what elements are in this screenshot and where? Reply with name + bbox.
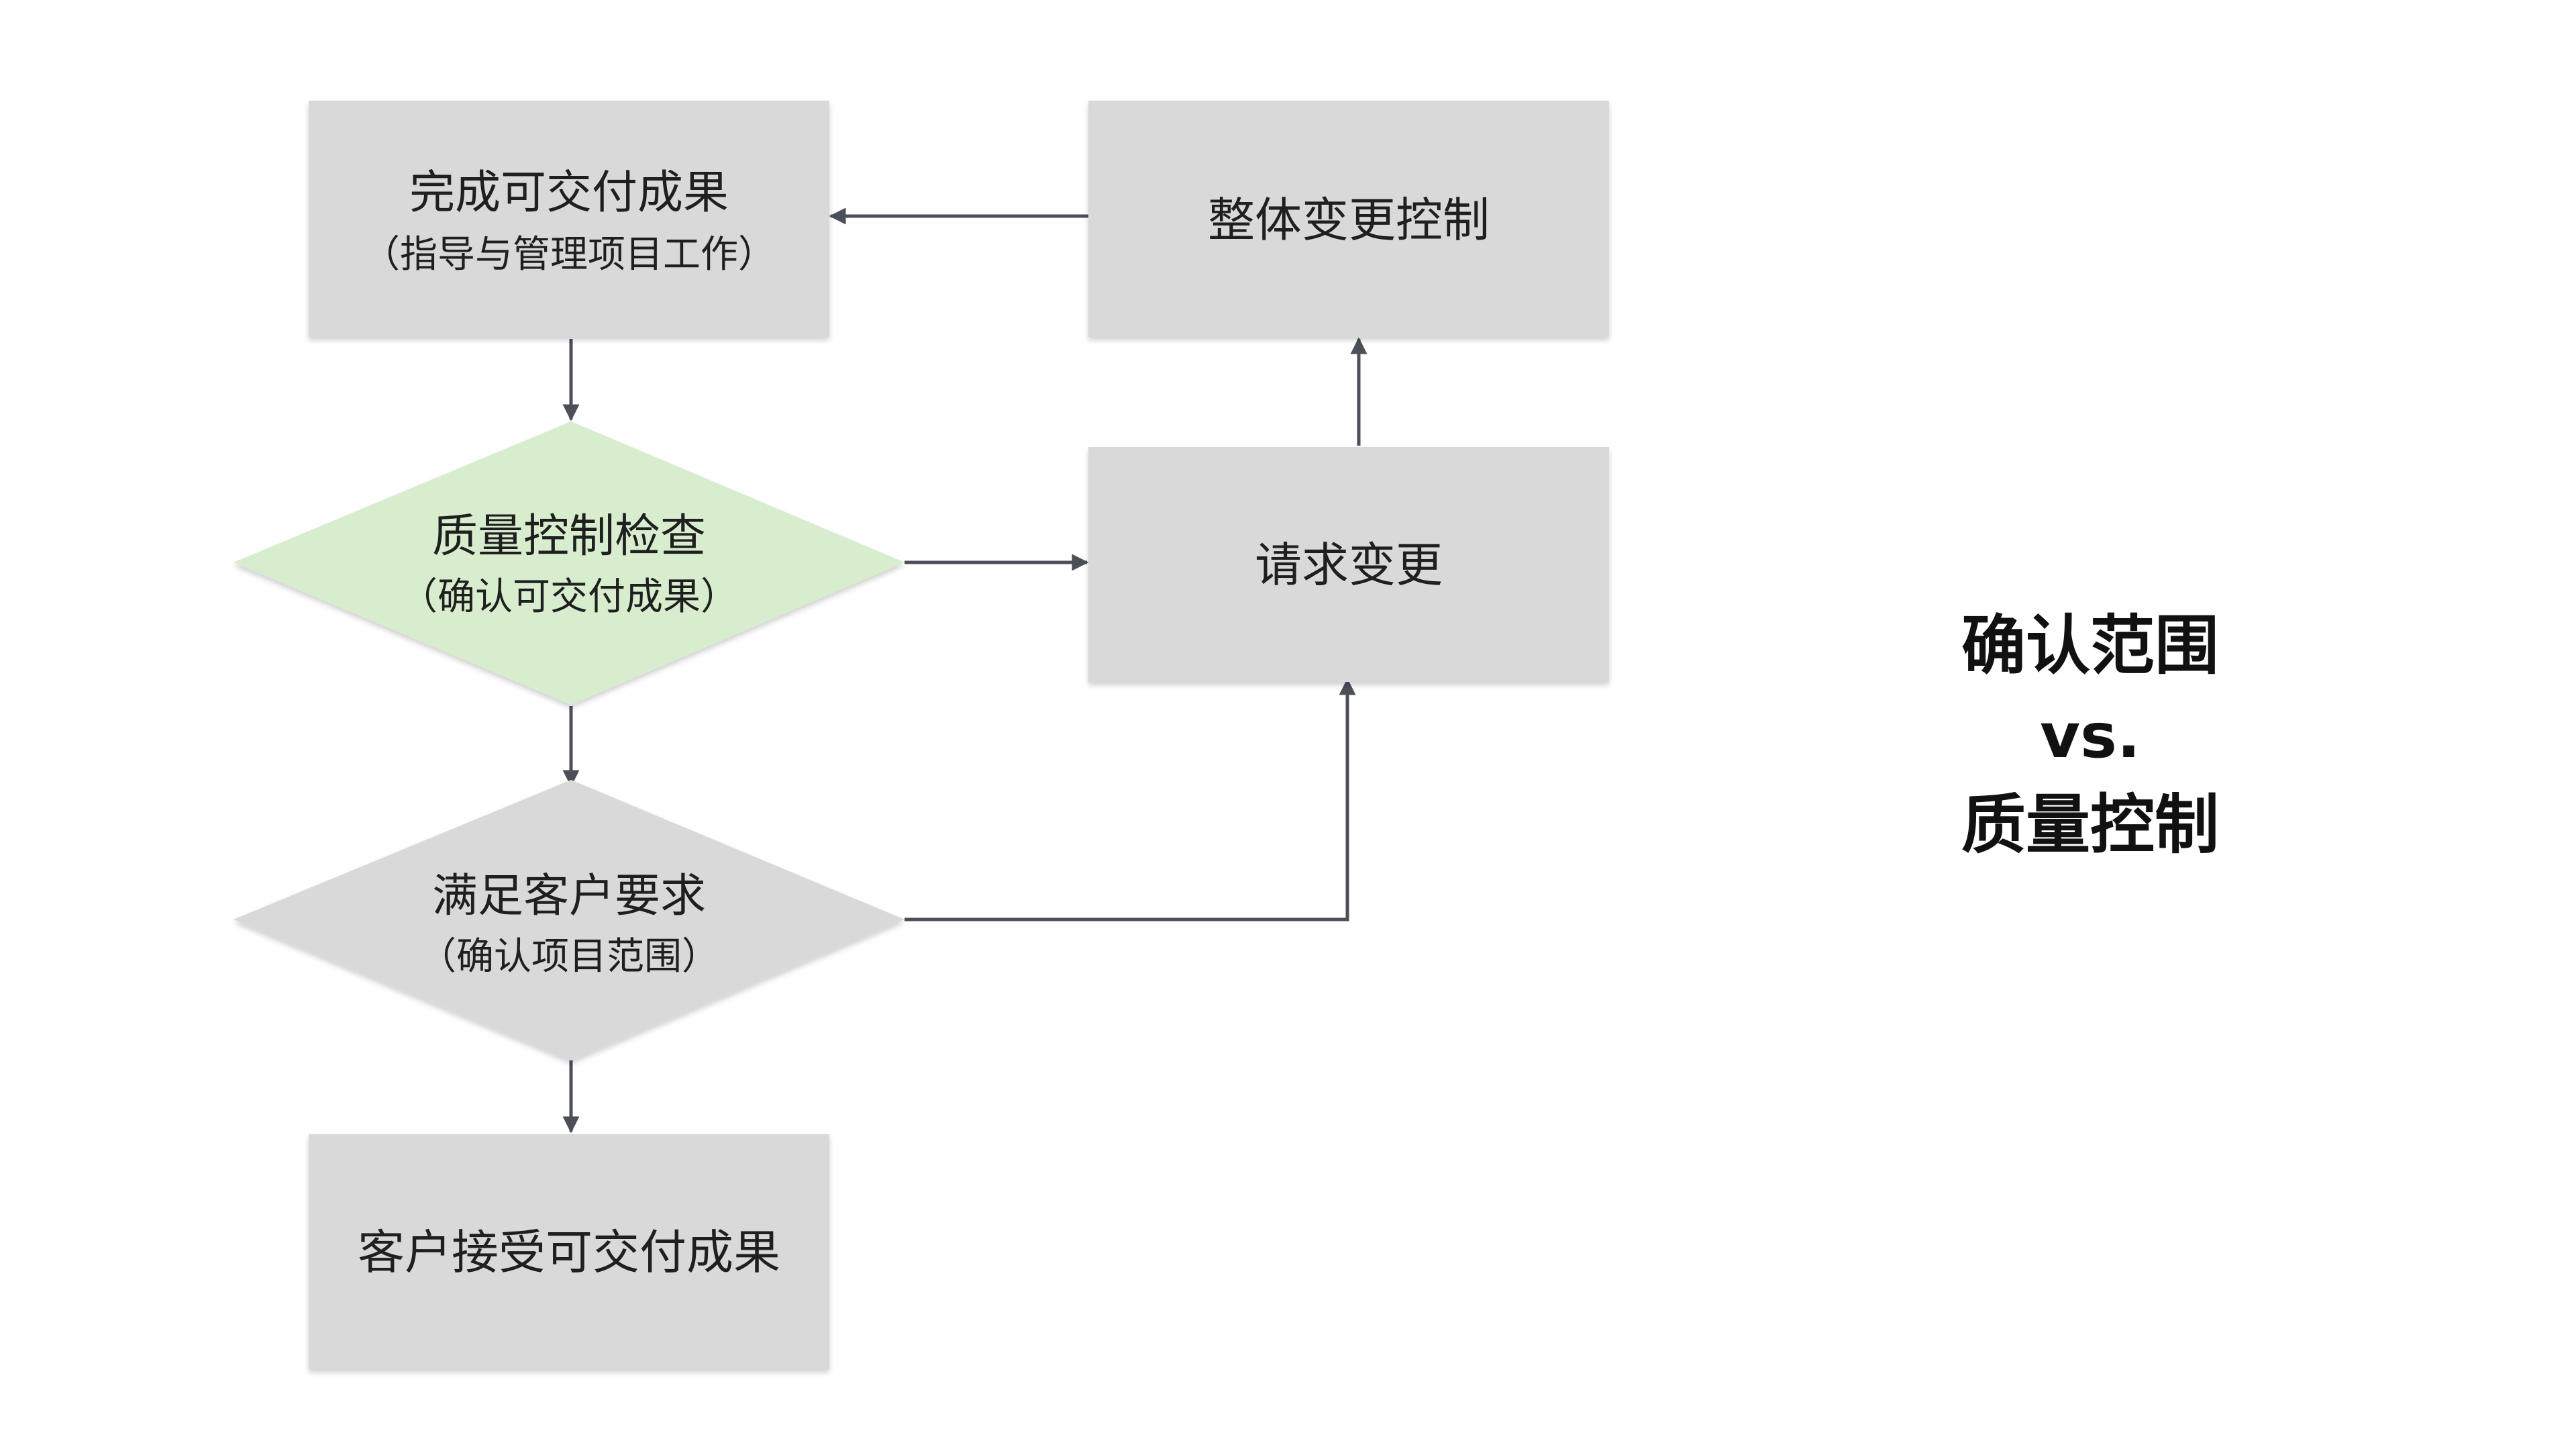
side-title-line1: 确认范围 [1961, 608, 2219, 683]
change-control-label: 整体变更控制 [1208, 193, 1490, 248]
change-request-box-shape [1088, 447, 1609, 682]
deliverables-subtitle: （指导与管理项目工作） [362, 233, 776, 277]
customer-req-diamond-shape [234, 780, 905, 1060]
quality-check-diamond-shape [234, 421, 905, 705]
quality-check-subtitle: （确认可交付成果） [400, 575, 738, 619]
accepted-box: 客户接受可交付成果 [309, 1134, 829, 1369]
deliverables-box-shape [309, 101, 829, 337]
side-title-line2: vs. [2040, 700, 2141, 772]
side-title: 确认范围 vs. 质量控制 [1961, 608, 2219, 862]
change-request-box: 请求变更 [1088, 447, 1609, 682]
deliverables-title: 完成可交付成果 [409, 166, 729, 219]
quality-check-title: 质量控制检查 [432, 510, 706, 563]
quality-check-diamond: 质量控制检查 （确认可交付成果） [234, 421, 905, 705]
customer-req-diamond: 满足客户要求 （确认项目范围） [234, 780, 905, 1060]
accepted-label: 客户接受可交付成果 [358, 1225, 780, 1280]
side-title-line3: 质量控制 [1961, 787, 2219, 862]
change-control-box-shape [1088, 101, 1609, 337]
arrow-customer-req-to-change-request [905, 678, 1356, 921]
change-request-label: 请求变更 [1255, 538, 1443, 593]
customer-req-subtitle: （确认项目范围） [419, 935, 719, 979]
deliverables-box: 完成可交付成果 （指导与管理项目工作） [309, 101, 829, 337]
accepted-box-shape [309, 1134, 829, 1369]
customer-req-title: 满足客户要求 [432, 870, 706, 923]
change-control-box: 整体变更控制 [1088, 101, 1609, 337]
connectors [562, 207, 1368, 1134]
